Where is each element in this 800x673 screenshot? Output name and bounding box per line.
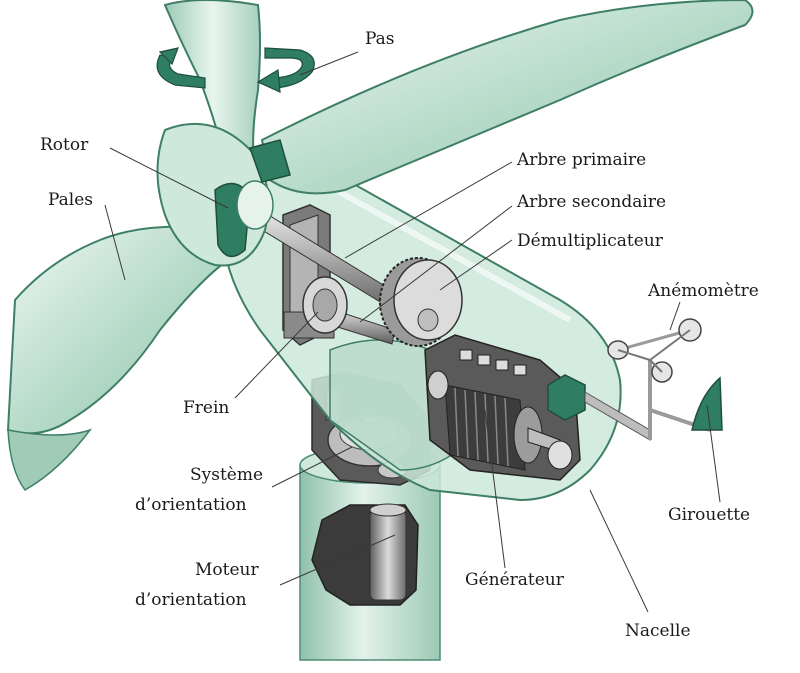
yaw-motor — [311, 503, 419, 606]
rotor-hub — [156, 122, 291, 267]
blades — [6, 0, 754, 491]
label-pales: Pales — [48, 190, 93, 210]
brake — [302, 276, 348, 334]
pitch-arrow-right-icon — [256, 47, 315, 93]
label-arbre-primaire: Arbre primaire — [516, 150, 646, 170]
label-generateur: Générateur — [465, 570, 565, 590]
gearbox — [379, 257, 463, 347]
label-frein: Frein — [183, 398, 229, 418]
label-anemometre: Anémomètre — [647, 281, 759, 301]
label-systeme-line1: Système — [190, 465, 263, 485]
wind-vane — [691, 376, 723, 431]
label-systeme-line2: d’orientation — [135, 495, 247, 515]
label-demultiplicateur: Démultiplicateur — [517, 231, 664, 251]
pitch-arrow-left-icon — [156, 47, 206, 89]
label-girouette: Girouette — [668, 505, 750, 525]
label-moteur-line2: d’orientation — [135, 590, 247, 610]
anemometer — [607, 318, 702, 383]
controller-box — [547, 374, 651, 441]
generator — [424, 334, 581, 481]
label-nacelle: Nacelle — [625, 621, 691, 641]
label-arbre-secondaire: Arbre secondaire — [516, 192, 666, 212]
label-rotor: Rotor — [40, 135, 89, 155]
labels: Pas Rotor Pales Arbre primaire Arbre sec… — [40, 29, 759, 641]
label-moteur-line1: Moteur — [195, 560, 259, 580]
label-pas: Pas — [365, 29, 395, 49]
leader-lines — [104, 51, 721, 613]
